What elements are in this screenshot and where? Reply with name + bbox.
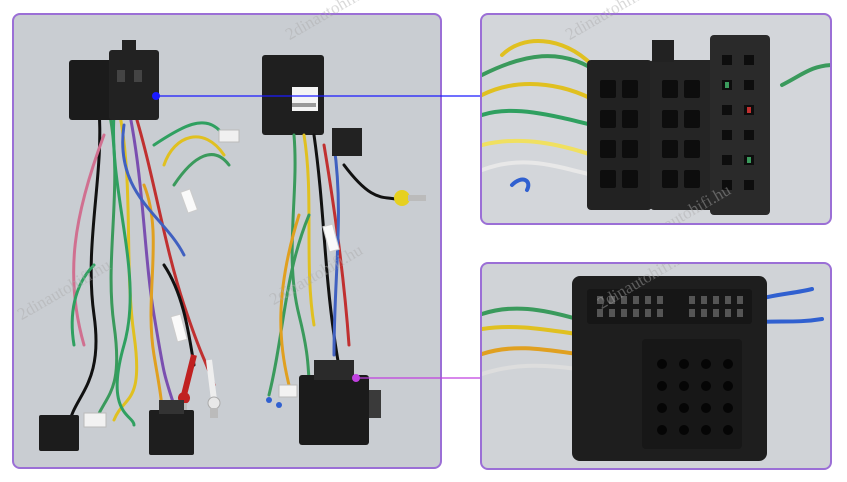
quadlock-connector-illustration [482, 276, 824, 461]
quadlock-connector-main [299, 375, 369, 445]
iso-block-3 [710, 35, 770, 215]
iso-block-1 [587, 60, 652, 210]
harness-overview-photo: 2dinautohifi.hu 2dinautohifi.hu [12, 13, 442, 469]
wiring-harness-illustration [39, 40, 426, 455]
quadlock-connector-closeup: 2dinautohifi.hu [480, 262, 832, 470]
iso-block-2 [650, 60, 715, 210]
iso-connector-illustration [482, 35, 830, 215]
iso-connector-closeup: 2dinautohifi.hu [480, 13, 832, 225]
